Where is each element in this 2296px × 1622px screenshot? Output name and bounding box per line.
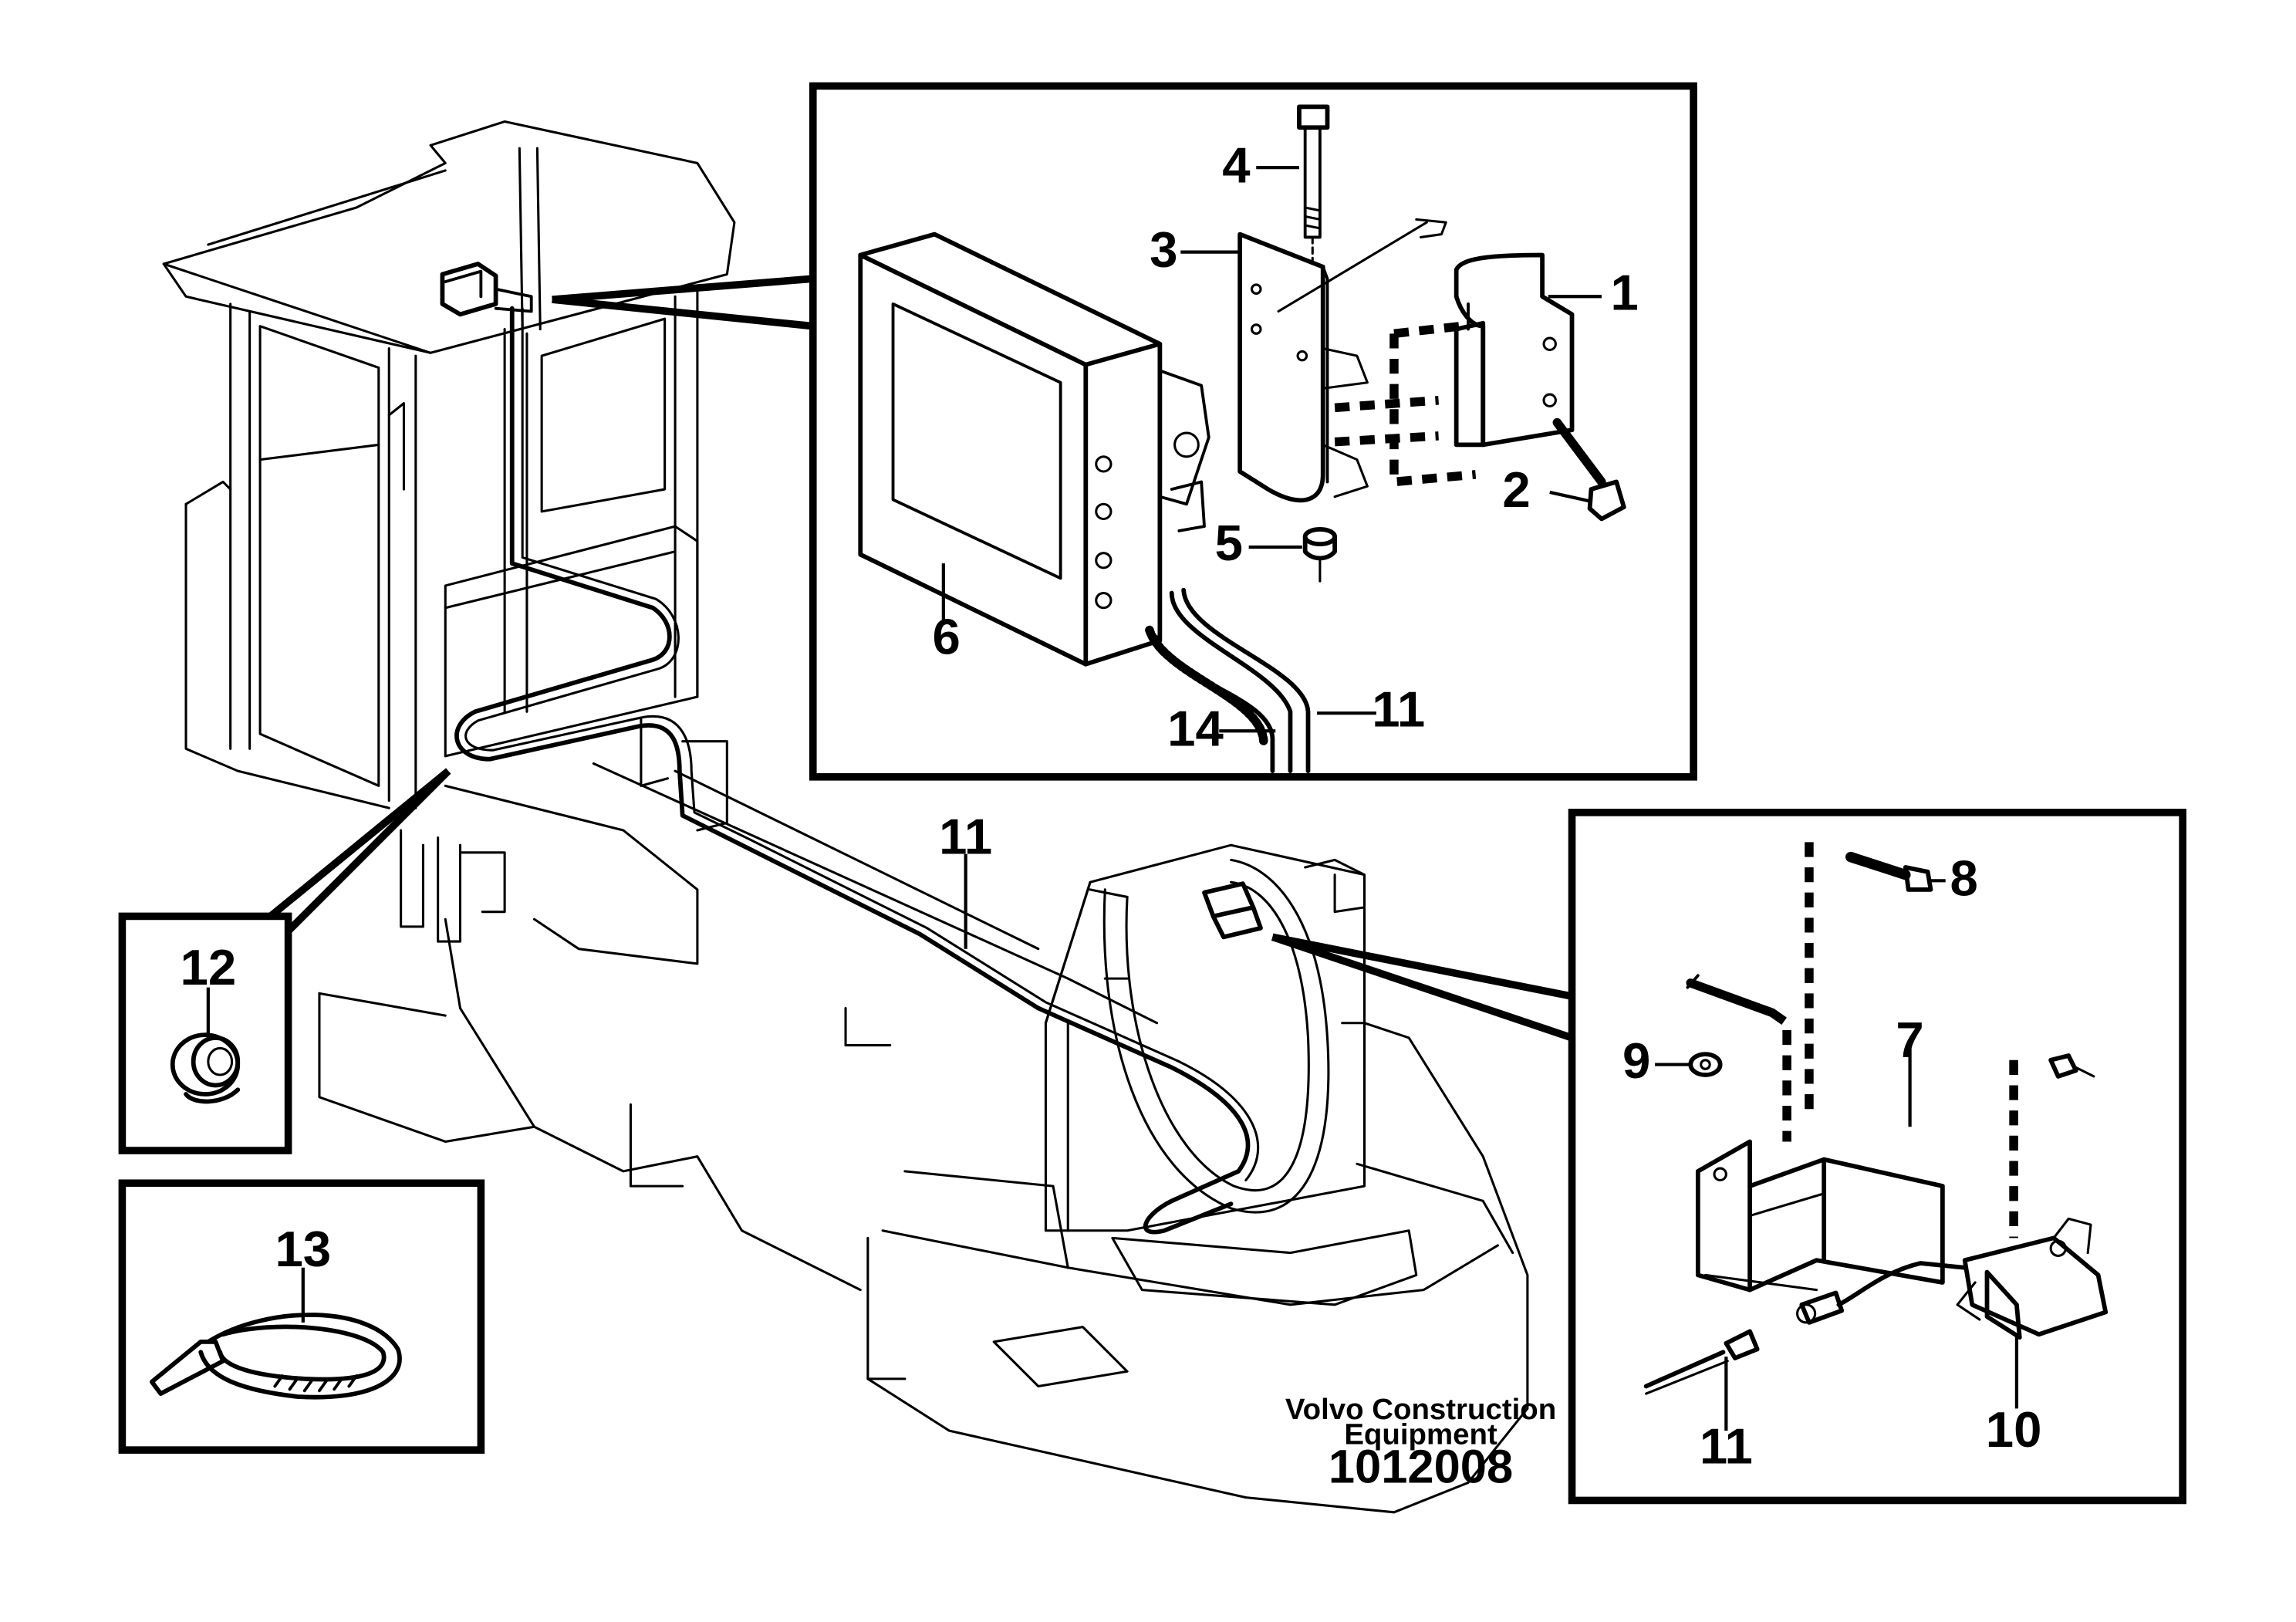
callout-10: 10 — [1986, 1401, 2042, 1458]
callout-11-camera: 11 — [1700, 1418, 1753, 1474]
camera-drawing — [1956, 1217, 2109, 1340]
grommet-drawing — [170, 1032, 241, 1104]
callout-14: 14 — [1167, 700, 1224, 756]
bolt-8-drawing — [1845, 851, 1933, 892]
callout-9: 9 — [1622, 1032, 1650, 1089]
callout-labels: 1 2 3 4 5 6 7 8 9 10 11 11 11 12 13 14 — [181, 137, 2042, 1474]
credit-block: Volvo Construction Equipment 1012008 — [1285, 1393, 1556, 1494]
credit-line-2: Equipment — [1344, 1418, 1497, 1451]
cable-tie-drawing — [149, 1313, 402, 1400]
callout-13: 13 — [275, 1221, 331, 1277]
hinge-drawing — [1454, 252, 1575, 448]
callout-7: 7 — [1896, 1012, 1923, 1068]
callout-6: 6 — [933, 608, 961, 664]
callout-11-harness: 11 — [939, 809, 992, 865]
callout-1: 1 — [1610, 265, 1638, 321]
camera-nut-drawing — [2048, 1053, 2095, 1079]
callout-2: 2 — [1502, 461, 1530, 518]
zoom-leaders — [268, 275, 1574, 1042]
callout-4: 4 — [1222, 137, 1250, 193]
nut-drawing — [1302, 527, 1337, 583]
detail-box-camera — [1568, 809, 2186, 1505]
callout-leaders — [206, 166, 2019, 1431]
bolt-drawing — [1297, 104, 1330, 269]
camera-bracket-drawing — [1695, 1139, 1945, 1293]
callout-5: 5 — [1215, 515, 1243, 571]
callout-12: 12 — [181, 939, 237, 995]
callout-3: 3 — [1150, 221, 1177, 278]
document-number: 1012008 — [1329, 1440, 1513, 1493]
detail-box-display — [809, 82, 1697, 781]
bracket-drawing — [1237, 218, 1447, 503]
credit-line-1: Volvo Construction — [1285, 1393, 1556, 1426]
callout-8: 8 — [1950, 850, 1977, 906]
screw-drawing — [1552, 417, 1626, 522]
callout-11-display: 11 — [1372, 681, 1425, 737]
machine-outline — [162, 120, 1529, 1514]
display-unit-drawing — [858, 231, 1311, 774]
detail-box-grommet — [118, 912, 292, 1154]
camera-cable-drawing — [1643, 1261, 1967, 1395]
